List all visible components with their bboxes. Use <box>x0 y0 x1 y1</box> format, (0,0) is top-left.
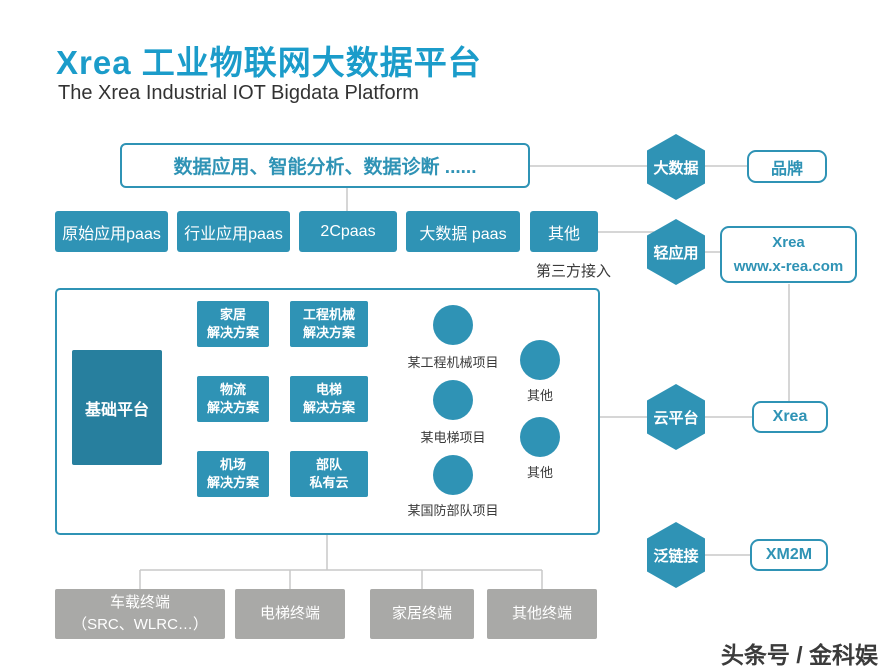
paas-button-2: 行业应用paas <box>177 211 290 252</box>
xrea-website-title: Xrea <box>772 233 805 251</box>
xrea-website-url: www.x-rea.com <box>733 257 844 275</box>
paas-button-5: 其他 <box>530 211 598 252</box>
cloud-platform-hexagon: 云平台 <box>647 384 705 450</box>
brand-box: 品牌 <box>747 150 827 183</box>
project-label-elevator: 某电梯项目 <box>420 430 486 445</box>
project-circle-elevator <box>433 380 473 420</box>
solution-box-airport: 机场 解决方案 <box>197 451 269 497</box>
project-circle-defense <box>433 455 473 495</box>
bigdata-hexagon: 大数据 <box>647 134 705 200</box>
other-label-2: 其他 <box>526 465 553 480</box>
paas-button-4: 大数据 paas <box>406 211 520 252</box>
project-label-defense: 某国防部队项目 <box>407 503 499 518</box>
terminal-box-vehicle: 车载终端 （SRC、WLRC…） <box>55 589 225 639</box>
paas-button-3: 2Cpaas <box>299 211 397 252</box>
solution-box-logistics: 物流 解决方案 <box>197 376 269 422</box>
third-party-access-note: 第三方接入 <box>536 263 612 280</box>
solution-box-army-cloud: 部队 私有云 <box>290 451 368 497</box>
xrea-box: Xrea <box>752 401 828 433</box>
base-platform-box: 基础平台 <box>72 350 162 465</box>
solution-box-elevator: 电梯 解决方案 <box>290 376 368 422</box>
other-circle-2 <box>520 417 560 457</box>
xrea-website-box: Xrea www.x-rea.com <box>720 226 857 283</box>
watermark: 头条号 / 金科娱 <box>720 642 878 668</box>
solution-box-machinery: 工程机械 解决方案 <box>290 301 368 347</box>
xm2m-box: XM2M <box>750 539 828 571</box>
terminal-box-elevator: 电梯终端 <box>235 589 345 639</box>
data-application-box: 数据应用、智能分析、数据诊断 ...... <box>120 143 530 188</box>
other-circle-1 <box>520 340 560 380</box>
solution-box-home: 家居 解决方案 <box>197 301 269 347</box>
project-circle-machinery <box>433 305 473 345</box>
project-label-machinery: 某工程机械项目 <box>407 355 499 370</box>
terminal-box-other: 其他终端 <box>487 589 597 639</box>
other-label-1: 其他 <box>526 388 553 403</box>
pan-link-hexagon: 泛链接 <box>647 522 705 588</box>
light-app-hexagon: 轻应用 <box>647 219 705 285</box>
page-subtitle: The Xrea Industrial IOT Bigdata Platform <box>58 82 419 104</box>
terminal-box-home: 家居终端 <box>370 589 474 639</box>
page-title: Xrea 工业物联网大数据平台 <box>56 44 482 81</box>
paas-button-1: 原始应用paas <box>55 211 168 252</box>
